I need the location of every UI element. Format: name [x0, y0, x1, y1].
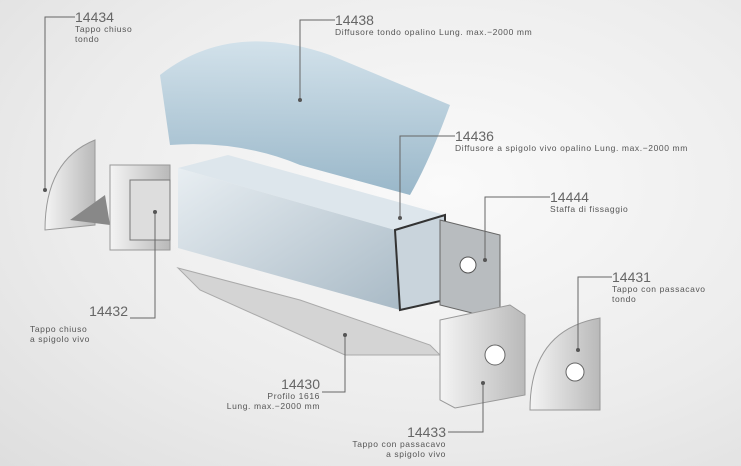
part-code: 14444: [550, 189, 589, 205]
square-diffuser-top: [178, 155, 445, 230]
part-code: 14432: [89, 303, 128, 319]
part-desc: Profilo 1616: [267, 391, 320, 402]
part-code: 14434: [75, 9, 114, 25]
square-diffuser-end: [393, 213, 446, 312]
part-desc: tondo: [612, 293, 637, 304]
label-14430: 14430 Profilo 1616 Lung. max.−2000 mm: [180, 376, 320, 412]
label-14444: 14444 Staffa di fissaggio: [550, 189, 628, 215]
label-14432: 14432 Tappo chiuso a spigolo vivo: [30, 303, 128, 345]
round-cable-cap: [529, 317, 601, 411]
part-desc: Diffusore a spigolo vivo opalino Lung. m…: [455, 143, 688, 154]
part-desc: Tappo con passacavo: [352, 439, 446, 450]
part-desc: a spigolo vivo: [30, 333, 90, 344]
part-desc: Diffusore tondo opalino Lung. max.−2000 …: [335, 27, 533, 38]
leader-lines: [44, 16, 612, 433]
part-desc: Lung. max.−2000 mm: [226, 400, 320, 411]
square-diffuser-front: [178, 168, 400, 310]
label-14436: 14436 Diffusore a spigolo vivo opalino L…: [455, 128, 688, 154]
part-code: 14430: [281, 376, 320, 392]
label-14434: 14434 Tappo chiuso tondo: [75, 9, 132, 45]
part-desc: tondo: [75, 33, 100, 44]
round-diffuser: [160, 41, 450, 196]
part-code: 14436: [455, 128, 494, 144]
square-cable-cap: [439, 304, 526, 409]
label-14431: 14431 Tappo con passacavo tondo: [612, 269, 706, 305]
label-14433: 14433 Tappo con passacavo a spigolo vivo: [300, 424, 446, 460]
part-code: 14438: [335, 12, 374, 28]
part-desc: Tappo con passacavo: [612, 284, 706, 295]
part-code: 14433: [407, 424, 446, 440]
part-code: 14431: [612, 269, 651, 285]
part-desc: Tappo chiuso: [30, 324, 88, 335]
round-closed-cap: [44, 139, 96, 231]
part-desc: a spigolo vivo: [386, 448, 446, 459]
part-desc: Tappo chiuso: [75, 24, 133, 35]
part-desc: Staffa di fissaggio: [550, 204, 629, 215]
label-14438: 14438 Diffusore tondo opalino Lung. max.…: [335, 12, 532, 38]
